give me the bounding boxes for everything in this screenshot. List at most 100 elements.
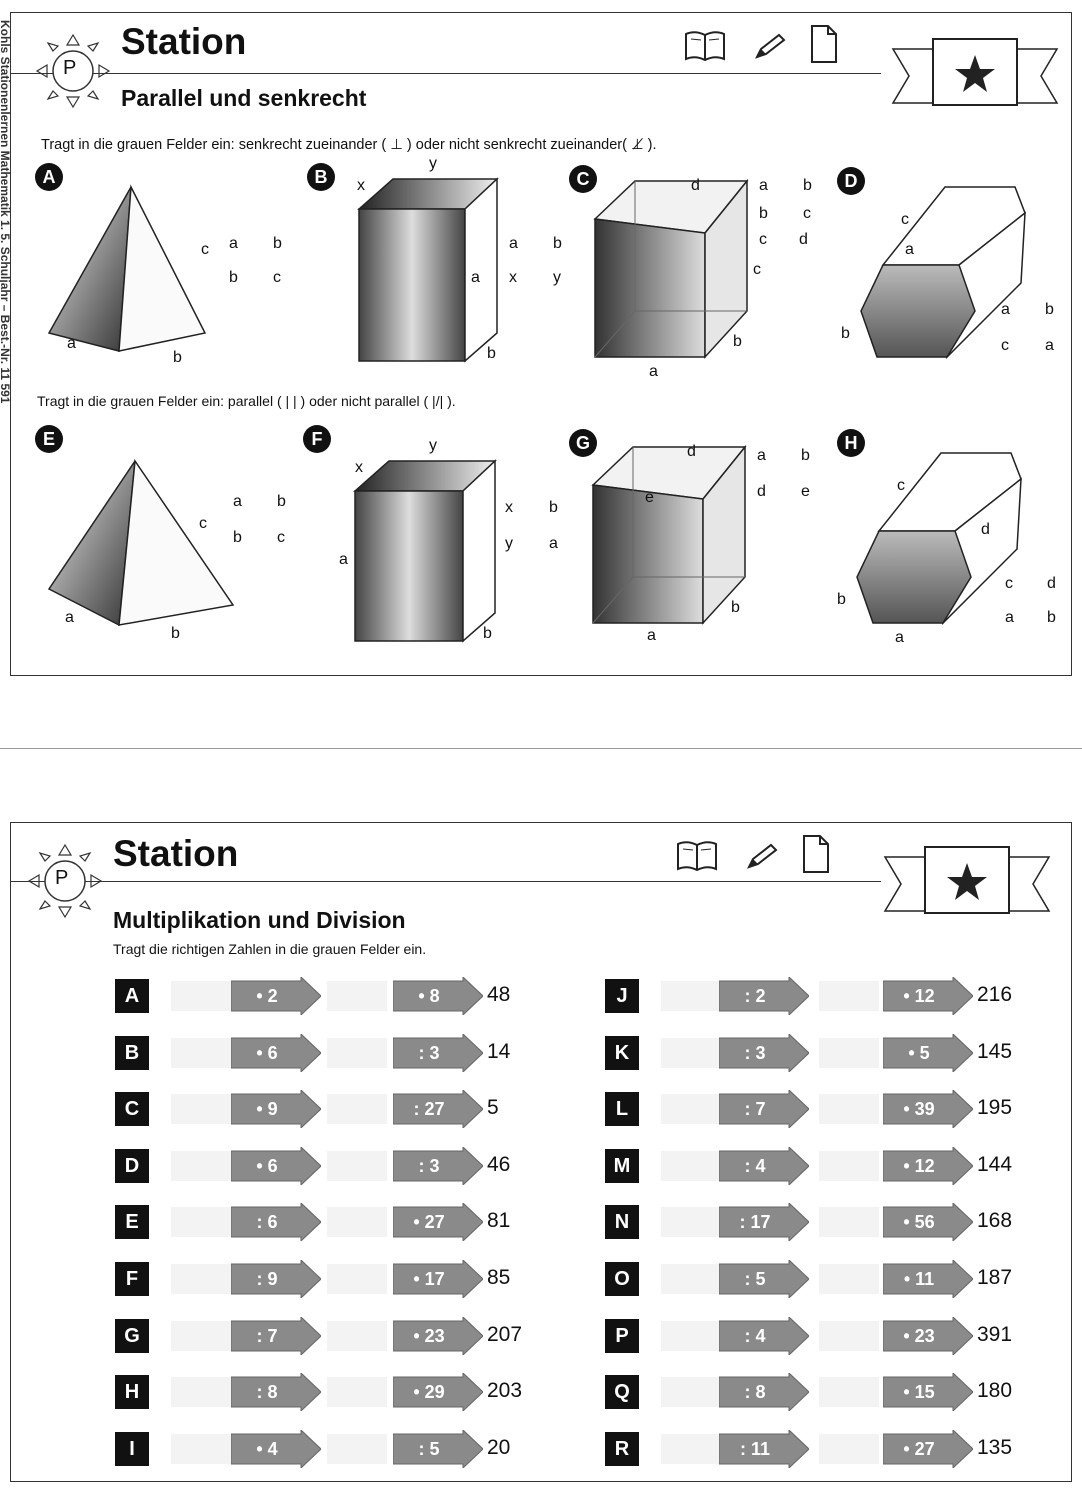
book-icon [685, 31, 725, 62]
pair-b: b [273, 235, 282, 252]
pair-c: c [1005, 575, 1013, 592]
operation-arrow: • 12 [883, 977, 973, 1015]
pair-b: b [553, 235, 562, 252]
answer-field[interactable] [171, 1037, 231, 1068]
result-value: 187 [977, 1266, 1013, 1289]
label-b: b [171, 625, 180, 642]
operation-arrow: • 27 [883, 1429, 973, 1468]
answer-field[interactable] [327, 1433, 387, 1464]
answer-field[interactable] [171, 1207, 231, 1238]
answer-field[interactable] [661, 1264, 721, 1294]
operation-arrow: • 2 [231, 977, 321, 1015]
answer-field[interactable] [327, 1150, 387, 1181]
operation-arrow: • 23 [393, 1316, 483, 1355]
label-c: c [897, 477, 905, 494]
operation-arrow: • 39 [883, 1090, 973, 1129]
pair-a: a [759, 177, 768, 194]
pair-a: a [757, 447, 766, 464]
answer-field[interactable] [819, 1207, 879, 1238]
answer-field[interactable] [327, 1377, 387, 1408]
book-icon [677, 841, 717, 872]
answer-field[interactable] [661, 1037, 721, 1068]
label-a: a [895, 629, 904, 646]
answer-field[interactable] [327, 1207, 387, 1238]
cut-line [0, 748, 1082, 749]
label-d: d [691, 177, 700, 194]
pair-b: b [229, 269, 238, 286]
operation-arrow: • 5 [883, 1033, 973, 1072]
answer-field[interactable] [819, 1264, 879, 1294]
answer-field[interactable] [171, 981, 231, 1011]
answer-field[interactable] [819, 1094, 879, 1125]
answer-field[interactable] [327, 1264, 387, 1294]
operation-arrow: : 8 [719, 1373, 809, 1412]
answer-field[interactable] [819, 1037, 879, 1068]
result-value: 14 [487, 1039, 511, 1063]
answer-field[interactable] [661, 1320, 721, 1351]
pair-a: a [509, 235, 518, 252]
station-subtitle: Multiplikation und Division [113, 907, 406, 933]
answer-field[interactable] [819, 981, 879, 1011]
pair-d: d [799, 231, 808, 248]
answer-field[interactable] [171, 1094, 231, 1125]
result-value: 85 [487, 1266, 511, 1289]
badge-G: G [569, 429, 597, 457]
pair-x: x [509, 269, 517, 286]
answer-field[interactable] [661, 981, 721, 1011]
answer-field[interactable] [819, 1433, 879, 1464]
operation-arrow: : 3 [393, 1033, 483, 1072]
answer-field[interactable] [661, 1377, 721, 1408]
answer-field[interactable] [171, 1377, 231, 1408]
operation-arrow: : 17 [719, 1203, 809, 1242]
row-letter-badge: O [605, 1262, 639, 1296]
pair-a: a [1001, 301, 1010, 318]
pair-a: a [229, 235, 238, 252]
answer-field[interactable] [171, 1150, 231, 1181]
cuboid-figure-B [357, 177, 499, 363]
label-y: y [429, 437, 437, 454]
answer-field[interactable] [327, 981, 387, 1011]
operation-arrow: • 27 [393, 1203, 483, 1242]
operation-arrow: : 11 [719, 1429, 809, 1468]
row-letter-badge: J [605, 979, 639, 1013]
operation-arrow: • 29 [393, 1373, 483, 1412]
answer-field[interactable] [171, 1320, 231, 1351]
operation-arrow: • 4 [231, 1429, 321, 1468]
station-title: Station [113, 833, 239, 874]
row-letter-badge: L [605, 1092, 639, 1127]
star-ribbon-icon [883, 846, 1051, 914]
answer-field[interactable] [819, 1150, 879, 1181]
answer-field[interactable] [661, 1433, 721, 1464]
answer-field[interactable] [819, 1377, 879, 1408]
pair-b: b [759, 205, 768, 222]
answer-field[interactable] [819, 1320, 879, 1351]
instruction: Tragt die richtigen Zahlen in die grauen… [113, 941, 427, 957]
answer-field[interactable] [327, 1320, 387, 1351]
answer-field[interactable] [327, 1094, 387, 1125]
answer-field[interactable] [661, 1094, 721, 1125]
star-ribbon-icon [891, 38, 1059, 106]
result-value: 391 [977, 1322, 1013, 1346]
row-letter-badge: G [115, 1318, 149, 1353]
badge-E: E [35, 425, 63, 453]
answer-field[interactable] [171, 1433, 231, 1464]
result-value: 145 [977, 1039, 1013, 1063]
operation-arrow: • 6 [231, 1033, 321, 1072]
label-a: a [339, 551, 348, 568]
prism-figure-C [593, 178, 749, 359]
cuboid-figure-F [353, 459, 497, 643]
result-value: 168 [977, 1209, 1013, 1233]
label-x: x [355, 459, 363, 476]
answer-field[interactable] [327, 1037, 387, 1068]
operation-arrow: : 2 [719, 977, 809, 1015]
pyramid-figure-A [47, 184, 207, 352]
sun-icon [27, 843, 103, 919]
prism-figure-G [591, 444, 747, 625]
answer-field[interactable] [661, 1207, 721, 1238]
answer-field[interactable] [171, 1264, 231, 1294]
pencil-icon [755, 33, 786, 59]
answer-field[interactable] [661, 1150, 721, 1181]
instruction-parallel: Tragt in die grauen Felder ein: parallel… [37, 393, 456, 409]
page-icon [811, 25, 837, 63]
operation-arrow: • 23 [883, 1316, 973, 1355]
